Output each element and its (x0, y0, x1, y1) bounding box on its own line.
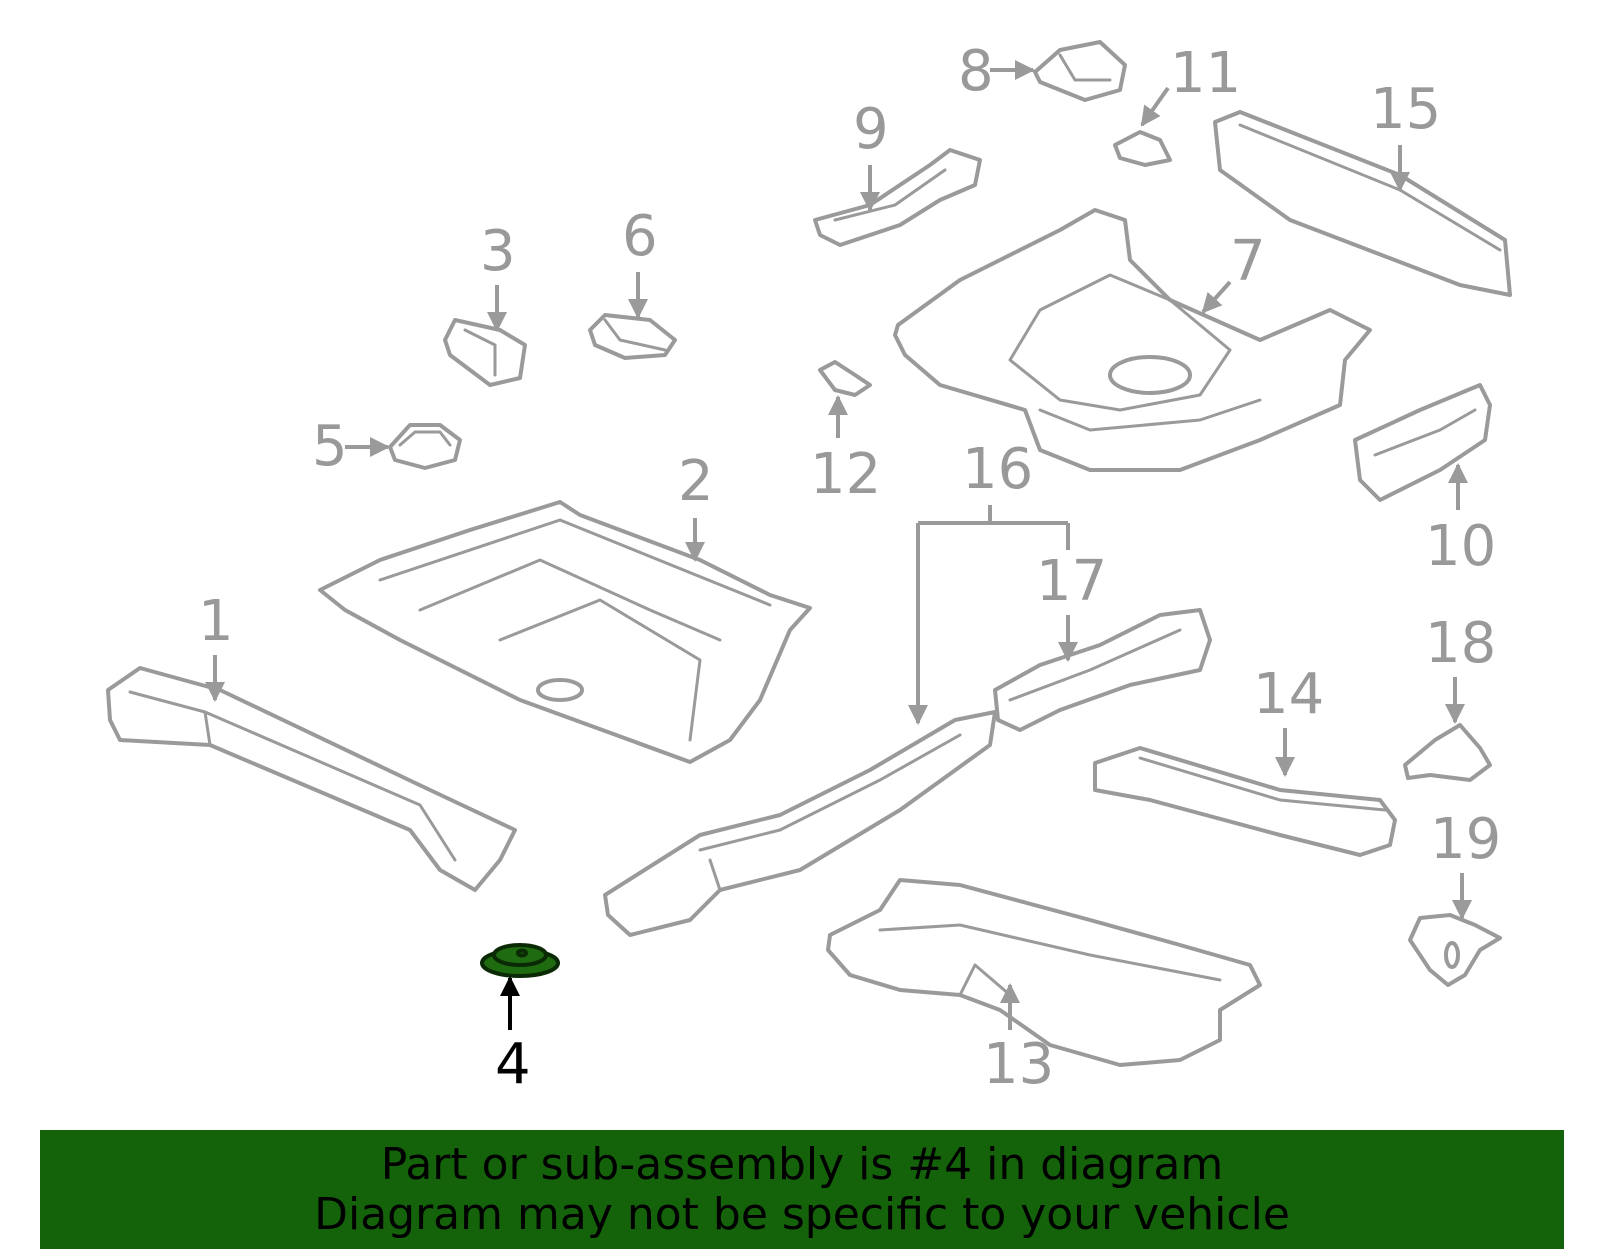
part-13-center-floor[interactable] (826, 878, 1262, 1067)
part-19-bracket[interactable] (1408, 913, 1502, 987)
arrow-16 (908, 505, 1070, 725)
callout-12[interactable]: 12 (810, 442, 881, 507)
part-4-floor-plug[interactable] (480, 943, 560, 978)
callout-17[interactable]: 17 (1036, 549, 1107, 614)
part-16-side-member[interactable] (603, 710, 997, 937)
part-2-rear-floor-pan[interactable] (318, 500, 812, 764)
banner-line-2: Diagram may not be specific to your vehi… (314, 1189, 1290, 1240)
part-6-bracket[interactable] (588, 313, 677, 360)
part-8-bracket[interactable] (1033, 40, 1127, 102)
callout-13[interactable]: 13 (983, 1032, 1054, 1097)
callout-8[interactable]: 8 (958, 39, 994, 104)
part-17-side-member[interactable] (993, 608, 1212, 732)
arrow-7 (1201, 280, 1232, 314)
part-14-crossmember[interactable] (1093, 746, 1397, 857)
callout-16[interactable]: 16 (962, 437, 1033, 502)
callout-14[interactable]: 14 (1253, 662, 1324, 727)
callout-1[interactable]: 1 (198, 589, 234, 654)
arrow-11 (1140, 86, 1170, 127)
part-12-clip[interactable] (818, 360, 872, 397)
part-11-clip[interactable] (1113, 130, 1172, 167)
part-1-rear-floor-rail[interactable] (106, 666, 517, 892)
callout-4[interactable]: 4 (495, 1032, 531, 1097)
part-10-extension[interactable] (1353, 383, 1492, 502)
info-banner: Part or sub-assembly is #4 in diagram Di… (40, 1130, 1564, 1249)
part-18-bracket[interactable] (1403, 723, 1492, 782)
callout-2[interactable]: 2 (678, 449, 714, 514)
callout-9[interactable]: 9 (853, 97, 889, 162)
callout-10[interactable]: 10 (1425, 514, 1496, 579)
banner-line-1: Part or sub-assembly is #4 in diagram (380, 1139, 1224, 1190)
part-7-spare-tire-pan[interactable] (893, 208, 1372, 472)
callout-3[interactable]: 3 (480, 219, 516, 284)
callout-19[interactable]: 19 (1430, 807, 1501, 872)
callout-7[interactable]: 7 (1230, 229, 1266, 294)
callout-5[interactable]: 5 (312, 414, 348, 479)
callout-15[interactable]: 15 (1370, 77, 1441, 142)
part-5-floor-plug[interactable] (388, 423, 462, 470)
part-9-extension[interactable] (813, 148, 982, 247)
callout-18[interactable]: 18 (1425, 611, 1496, 676)
part-3-bracket[interactable] (443, 318, 527, 387)
callout-11[interactable]: 11 (1170, 41, 1241, 106)
callout-6[interactable]: 6 (622, 204, 658, 269)
